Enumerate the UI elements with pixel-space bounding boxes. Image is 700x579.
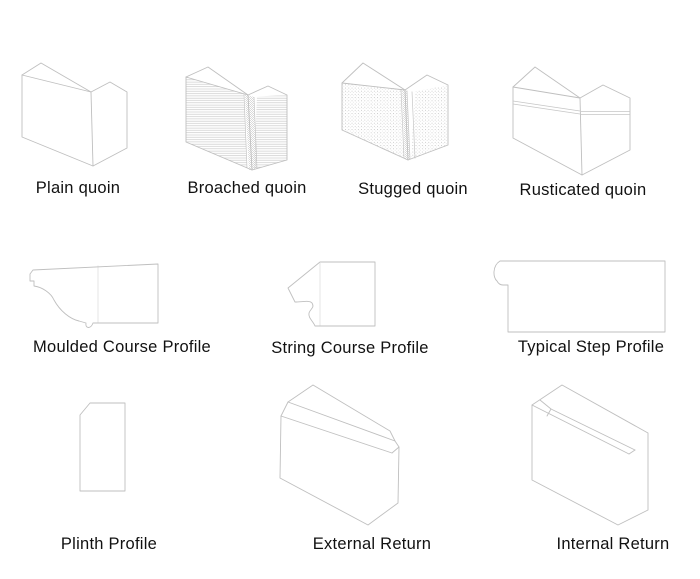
typical-step-label: Typical Step Profile (517, 338, 665, 356)
broached-quoin-drawing (175, 58, 295, 176)
string-course-label: String Course Profile (271, 339, 429, 357)
plinth-profile-drawing (75, 398, 135, 493)
typical-step-profile-drawing (490, 255, 670, 335)
moulded-course-profile-drawing (25, 255, 165, 330)
external-return-drawing (270, 378, 405, 530)
plain-quoin-drawing (15, 55, 135, 170)
stugged-quoin-label: Stugged quoin (358, 180, 468, 198)
moulded-course-label: Moulded Course Profile (33, 338, 211, 356)
plain-quoin-label: Plain quoin (35, 179, 121, 197)
rusticated-quoin-drawing (505, 58, 635, 178)
string-course-profile-drawing (280, 255, 380, 330)
internal-return-label: Internal Return (556, 535, 670, 553)
internal-return-drawing (525, 378, 655, 530)
stugged-quoin-drawing (335, 55, 455, 165)
plinth-label: Plinth Profile (60, 535, 158, 553)
external-return-label: External Return (312, 535, 432, 553)
broached-quoin-label: Broached quoin (187, 179, 307, 197)
rusticated-quoin-label: Rusticated quoin (519, 181, 647, 199)
